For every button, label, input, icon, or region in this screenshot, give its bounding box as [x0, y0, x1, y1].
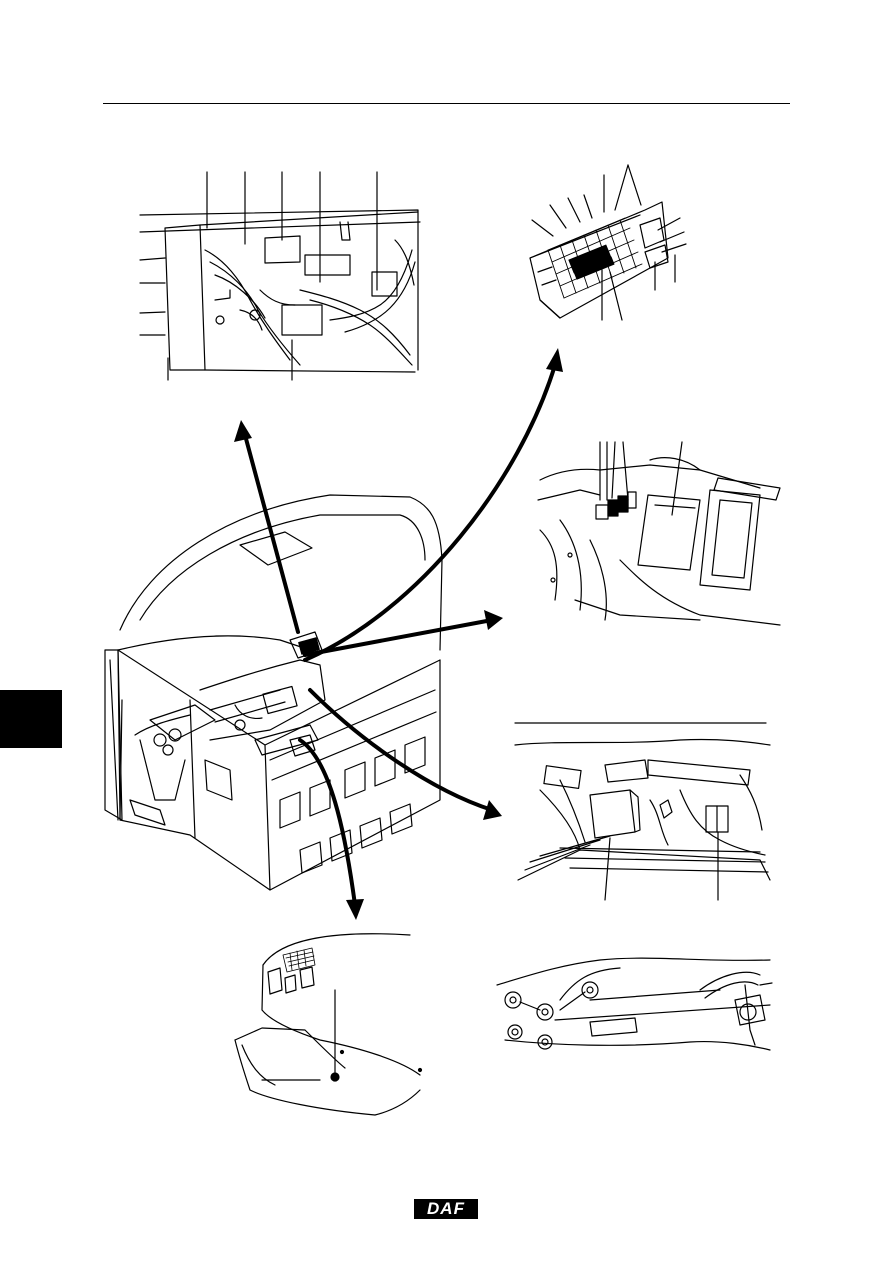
callout-lines: [604, 831, 719, 901]
arrow-to-dashboard-connector: [298, 738, 357, 907]
chassis-connector-inset: [496, 957, 773, 1051]
arrow-to-central-box: [303, 618, 494, 657]
arrow-to-dashboard-harness: [243, 433, 300, 634]
fuse-relay-panel-inset: [529, 164, 687, 321]
chapter-tab: [0, 690, 62, 748]
central-box-inset: [537, 441, 781, 626]
callout-lines: [599, 441, 683, 516]
callout-lines: [167, 171, 378, 381]
dashboard-connector-inset: [234, 933, 423, 1116]
header-rule: [103, 103, 790, 104]
daf-logo: DAF: [414, 1199, 478, 1219]
arrow-to-floor-unit: [308, 688, 494, 812]
cab-illustration: [104, 494, 443, 891]
daf-logo-text: DAF: [427, 1199, 465, 1218]
callout-lines: [531, 164, 687, 321]
floor-unit-inset: [514, 722, 771, 901]
arrowheads: [234, 348, 563, 920]
dashboard-harness-inset: [139, 171, 421, 381]
arrows: [243, 363, 557, 907]
arrow-to-fuse-panel: [303, 363, 557, 662]
